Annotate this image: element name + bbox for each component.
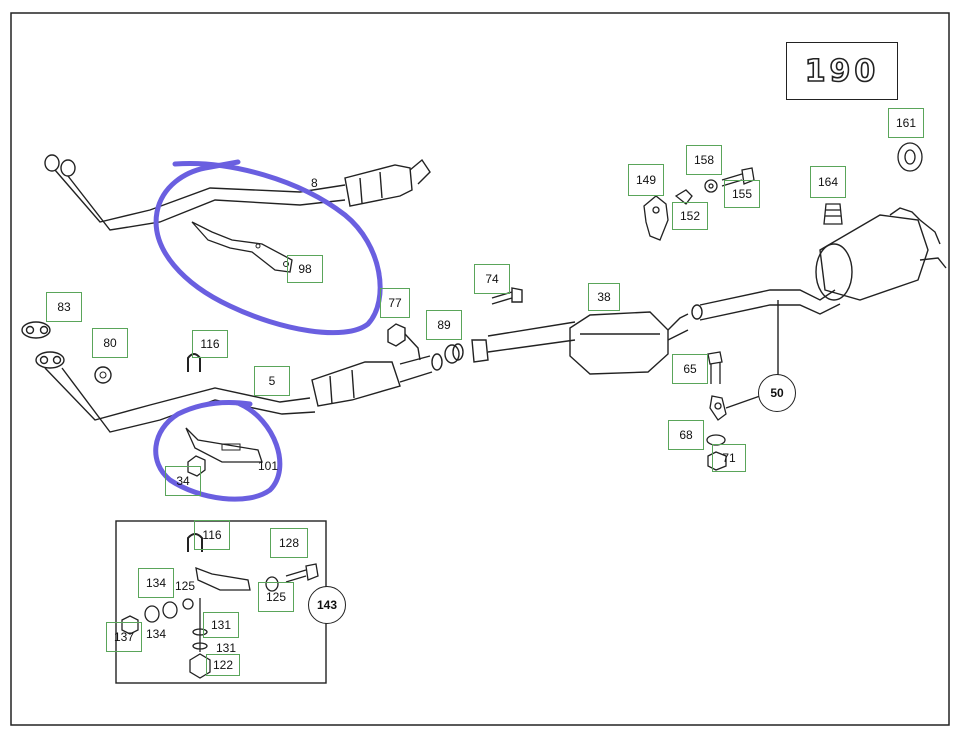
callout-65[interactable]: 65: [672, 354, 708, 384]
nut-34: [187, 455, 206, 477]
bracket-101: [185, 427, 263, 463]
page-frame: [10, 12, 950, 726]
callout-125-left[interactable]: 125: [175, 579, 196, 593]
callout-38[interactable]: 38: [588, 283, 620, 311]
callout-164[interactable]: 164: [810, 166, 846, 198]
model-badge: 190: [786, 42, 898, 100]
callout-158[interactable]: 158: [686, 145, 722, 175]
rear-section: [691, 207, 947, 378]
annotation-circle-upper: [153, 159, 383, 336]
callout-74[interactable]: 74: [474, 264, 510, 294]
front-pipe-lower: [21, 321, 443, 433]
callout-98[interactable]: 98: [287, 255, 323, 283]
callout-128[interactable]: 128: [270, 528, 308, 558]
middle-section: [387, 287, 689, 375]
callout-77[interactable]: 77: [380, 288, 410, 318]
annotation-circle-lower: [153, 399, 283, 502]
model-badge-text: 190: [804, 53, 880, 90]
callout-149[interactable]: 149: [628, 164, 664, 196]
callout-34[interactable]: 34: [165, 466, 201, 496]
callout-161[interactable]: 161: [888, 108, 924, 138]
callout-143[interactable]: 143: [308, 586, 346, 624]
callout-137[interactable]: 137: [106, 622, 142, 652]
bracket-98: [191, 221, 293, 273]
callout-71[interactable]: 71: [712, 444, 746, 472]
callout-116-upper[interactable]: 116: [192, 330, 228, 358]
callout-68[interactable]: 68: [668, 420, 704, 450]
callout-116-inset[interactable]: 116: [194, 520, 230, 550]
inset-parts: [121, 533, 319, 679]
callout-101[interactable]: 101: [258, 459, 279, 473]
callout-125-right[interactable]: 125: [258, 582, 294, 612]
callout-50[interactable]: 50: [758, 374, 796, 412]
callout-122[interactable]: 122: [206, 654, 240, 676]
callout-89[interactable]: 89: [426, 310, 462, 340]
callout-80[interactable]: 80: [92, 328, 128, 358]
callout-152[interactable]: 152: [672, 202, 708, 230]
nut-80: [94, 366, 112, 384]
callout-8[interactable]: 8: [311, 176, 318, 190]
callout-83[interactable]: 83: [46, 292, 82, 322]
callout-155[interactable]: 155: [724, 180, 760, 208]
callout-5[interactable]: 5: [254, 366, 290, 396]
callout-131-upper[interactable]: 131: [203, 612, 239, 638]
callout-134-lower[interactable]: 134: [146, 627, 167, 641]
callout-134-upper[interactable]: 134: [138, 568, 174, 598]
callout-131-lower[interactable]: 131: [216, 641, 237, 655]
